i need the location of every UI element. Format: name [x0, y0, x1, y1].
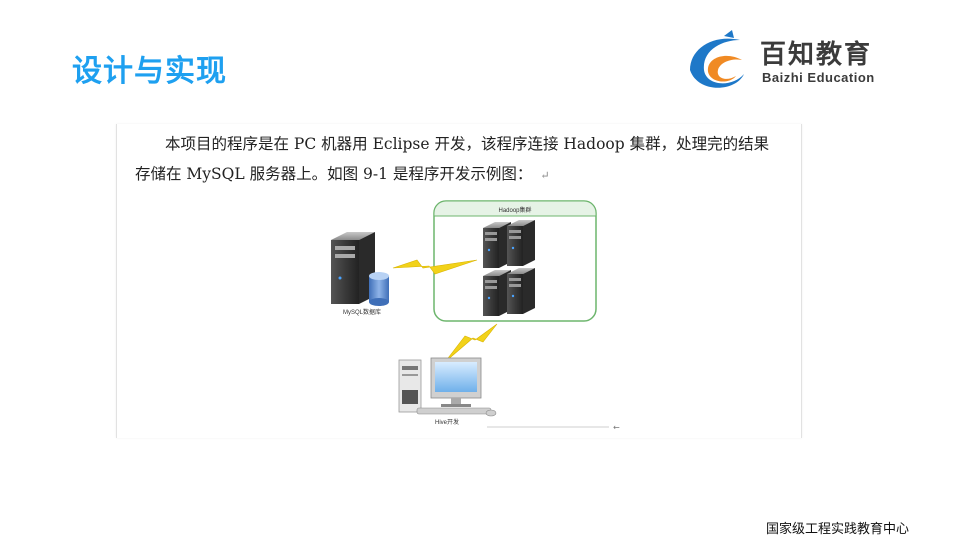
footer-text: 国家级工程实践教育中心 — [766, 522, 910, 537]
hadoop-server-icon — [483, 220, 535, 316]
desktop-pc-icon — [398, 357, 497, 417]
baizhi-swirl-icon — [690, 30, 744, 88]
document-image: 本项目的程序是在 PC 机器用 Eclipse 开发，该程序连接 Hadoop … — [116, 124, 802, 438]
document-line-2-text: 存储在 MySQL 服务器上。如图 9-1 是程序开发示例图： — [135, 165, 533, 183]
slide-title: 设计与实现 — [72, 54, 227, 89]
logo-name-cn: 百知教育 — [760, 40, 873, 70]
document-line-1: 本项目的程序是在 PC 机器用 Eclipse 开发，该程序连接 Hadoop … — [165, 135, 770, 153]
client-label: Hive开发 — [435, 418, 459, 426]
mysql-label: MySQL数据库 — [343, 308, 381, 316]
architecture-diagram: Hadoop集群 — [331, 200, 620, 432]
baizhi-logo: 百知教育 Baizhi Education — [684, 30, 904, 92]
cluster-label: Hadoop集群 — [498, 206, 531, 214]
end-mark: ← — [613, 423, 620, 432]
paragraph-mark: ↵ — [540, 169, 550, 182]
document-line-2: 存储在 MySQL 服务器上。如图 9-1 是程序开发示例图： ↵ — [135, 162, 550, 184]
logo-name-en: Baizhi Education — [762, 70, 875, 85]
mysql-server-icon — [331, 232, 375, 304]
database-cylinder-icon — [369, 272, 389, 306]
